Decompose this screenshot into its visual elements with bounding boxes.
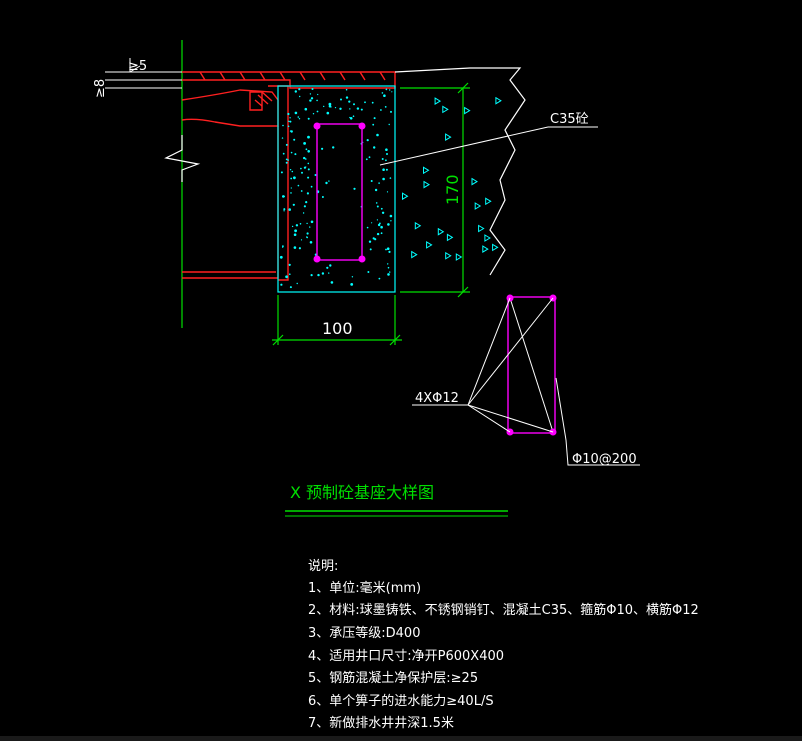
note-item-4: 4、适用井口尺寸:净开P600X400 [308,649,504,664]
rebar-leaders [412,297,554,433]
note-item-6: 6、单个箅子的进水能力≥40L/S [308,693,494,709]
red-grate-frame [181,71,396,281]
stirrup-leader [555,377,640,466]
note-item-3: 3、承压等级:D400 [308,625,420,641]
dim-top-spacing: ≥5 [128,59,147,74]
dim-width: 100 [322,319,353,338]
dim-height: 170 [443,174,462,205]
width-dimension [272,295,402,346]
label-stirrup: Φ10@200 [572,452,637,467]
break-line-left [164,135,201,182]
concrete-leader [379,126,598,166]
note-item-1: 1、单位:毫米(mm) [308,580,421,596]
soil-triangles [402,96,502,261]
dim-left-spacing: ≥8 [93,79,108,98]
height-dimension [400,82,470,298]
note-item-2: 2、材料:球墨铸铁、不锈钢销钉、混凝土C35、箍筋Φ10、横筋Φ12 [308,602,699,618]
rebar-dots [313,122,366,263]
soil-break-line [394,67,526,276]
drawing-title: X 预制砼基座大样图 [290,483,434,502]
note-item-7: 7、新做排水井井深1.5米 [308,715,454,731]
label-rebar: 4XΦ12 [415,391,459,406]
rebar-cage [316,123,363,261]
rebar-section-diagonal [509,297,554,433]
rebar-section [507,296,556,434]
concrete-speckle [279,88,393,289]
status-strip [0,736,802,741]
label-concrete: C35砼 [550,112,589,127]
notes-heading: 说明: [308,559,338,574]
note-item-5: 5、钢筋混凝土净保护层:≥25 [308,670,478,686]
concrete-block [277,85,396,293]
